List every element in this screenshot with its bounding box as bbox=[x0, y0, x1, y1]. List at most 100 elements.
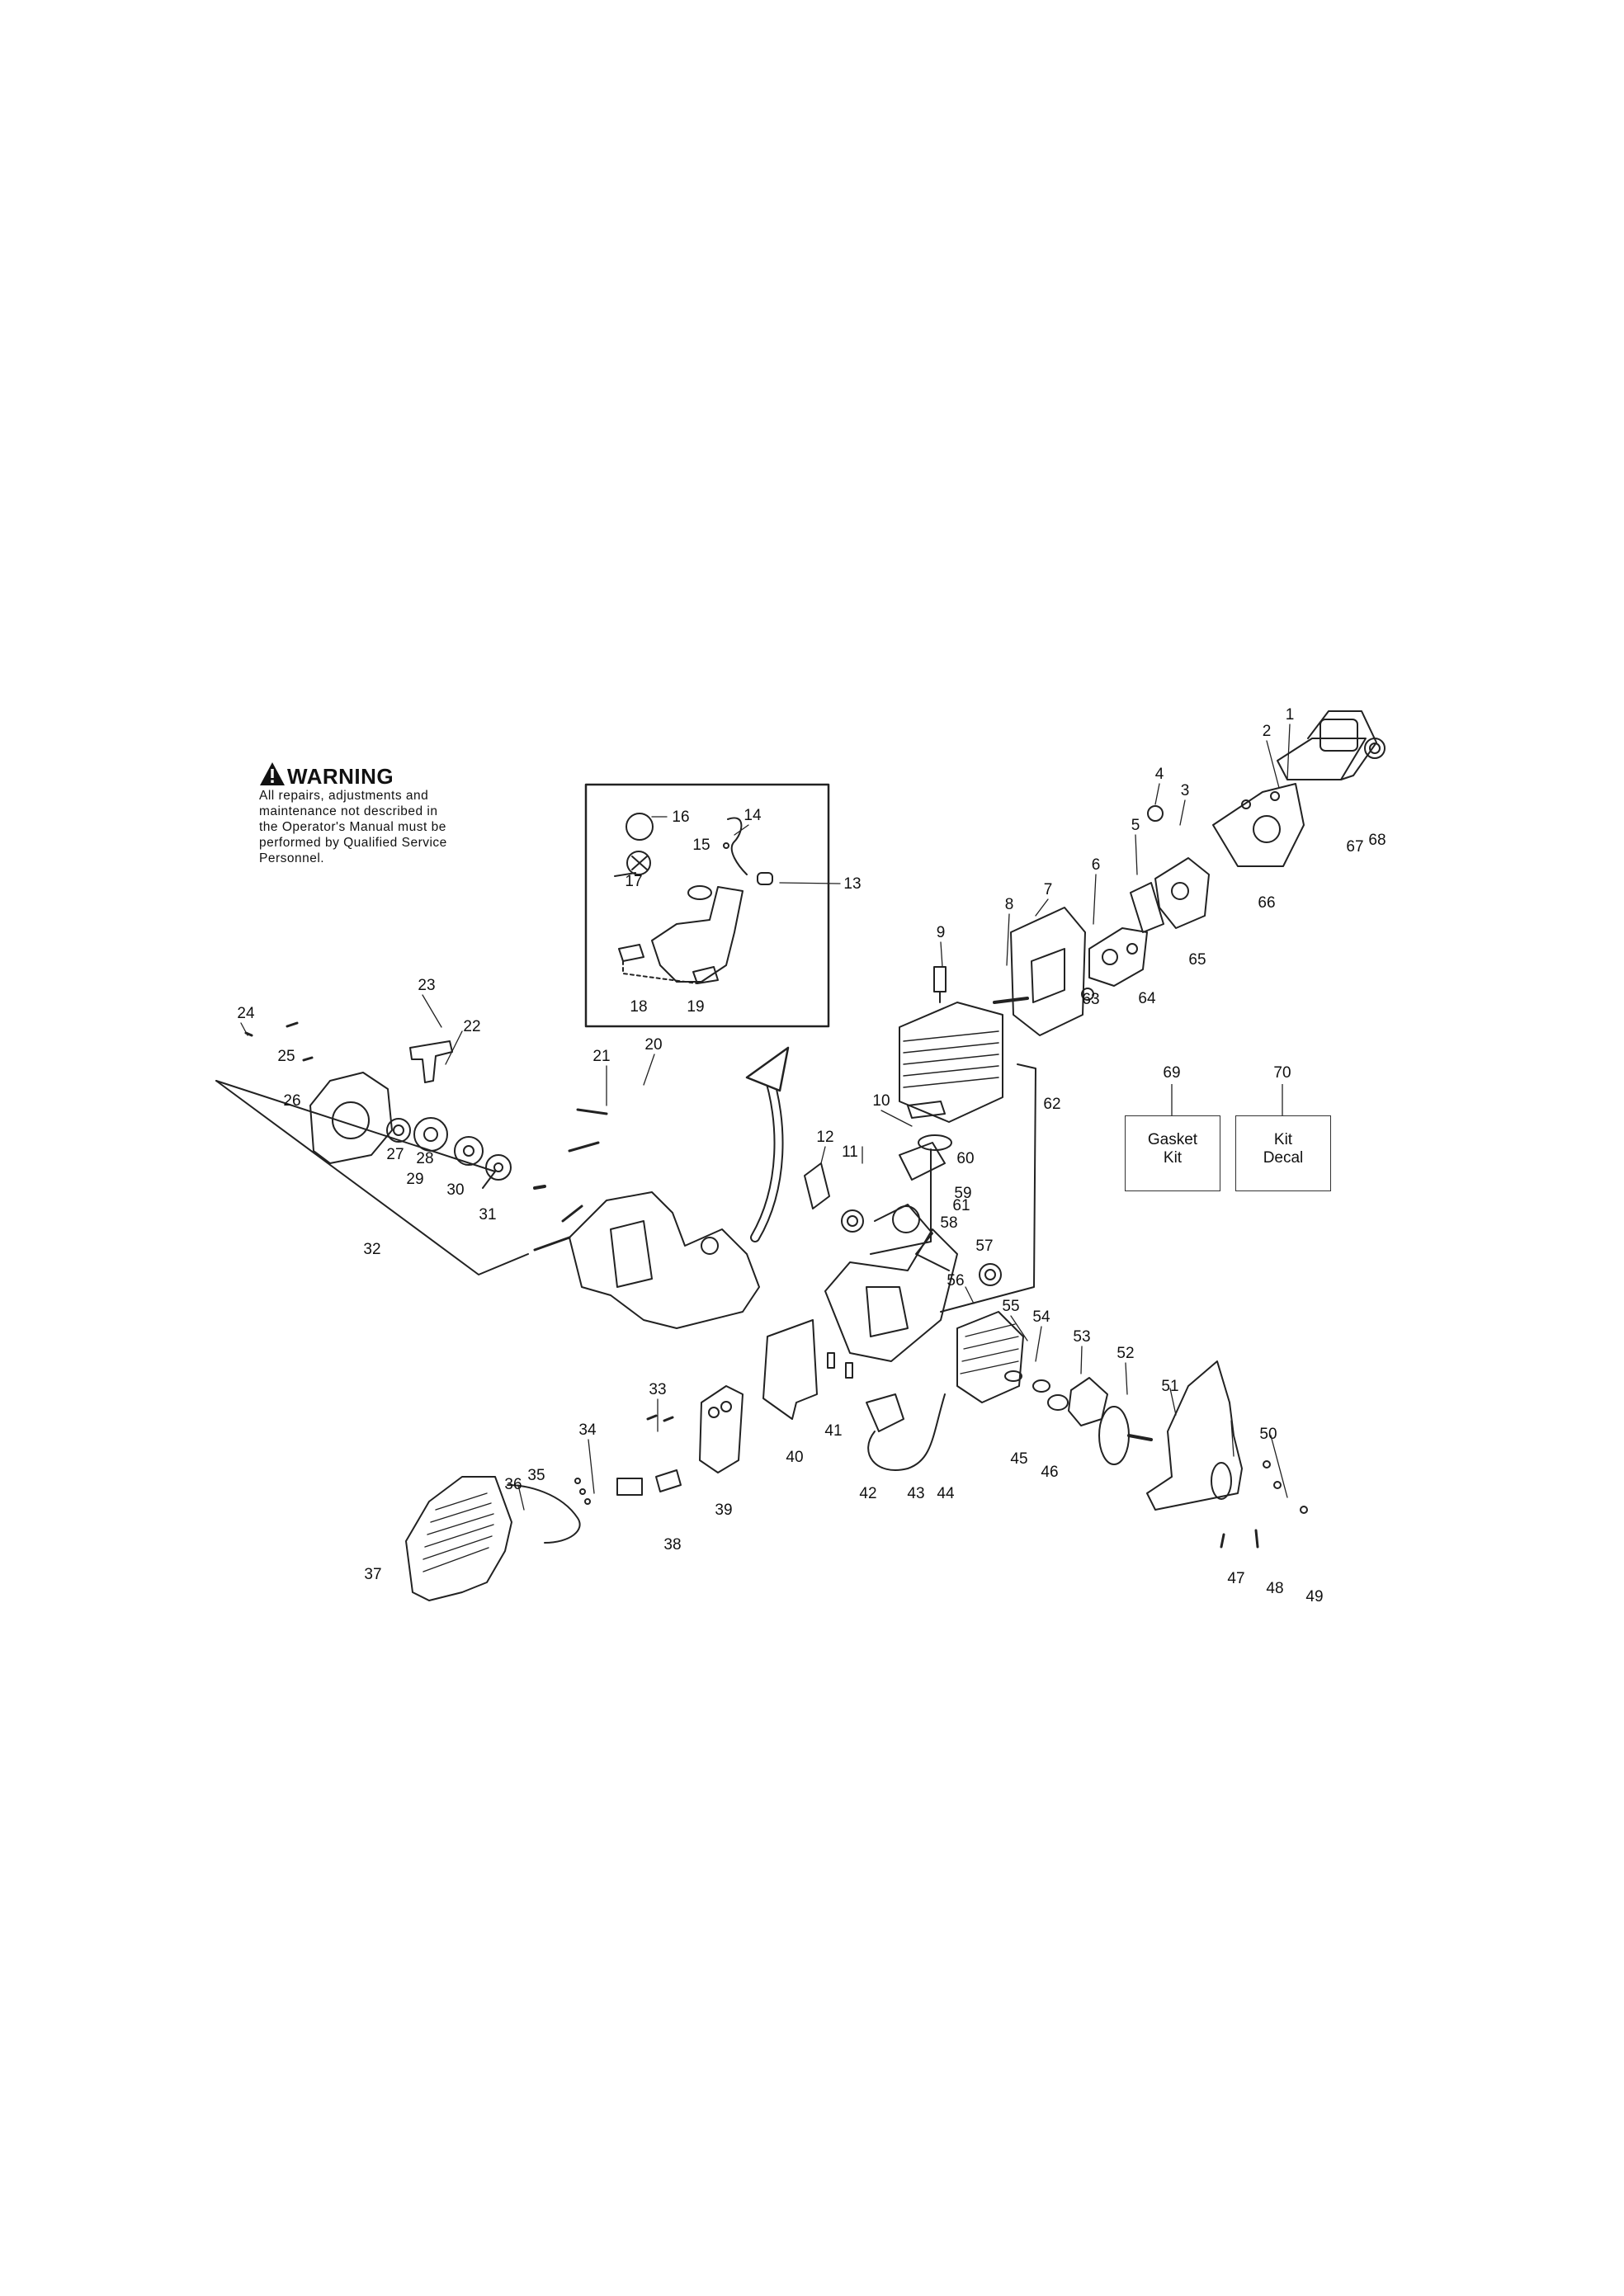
part-27-spring bbox=[386, 1118, 411, 1143]
curved-arrow-head bbox=[745, 1046, 790, 1092]
part-37-shroud bbox=[405, 1476, 512, 1601]
callout-18: 18 bbox=[630, 998, 647, 1016]
part-air-filter-plate bbox=[1277, 738, 1367, 780]
part-56-crankcase bbox=[824, 1228, 958, 1362]
callout-46: 46 bbox=[1041, 1464, 1058, 1481]
callout-38: 38 bbox=[663, 1536, 681, 1553]
callout-30: 30 bbox=[446, 1181, 464, 1199]
part-28-pulley bbox=[413, 1117, 448, 1152]
part-66-cover bbox=[1212, 783, 1305, 867]
callout-55: 55 bbox=[1002, 1298, 1019, 1315]
warning-text-line: performed by Qualified Service bbox=[259, 836, 447, 850]
part-48-bolt bbox=[1254, 1529, 1259, 1549]
leader-lines bbox=[240, 724, 1291, 1511]
part-45-washer bbox=[1004, 1370, 1022, 1382]
callout-26: 26 bbox=[283, 1092, 300, 1110]
callout-6: 6 bbox=[1092, 856, 1101, 874]
warning-text-line: maintenance not described in bbox=[259, 804, 438, 818]
part-63-clip bbox=[1081, 988, 1094, 1001]
callout-61: 61 bbox=[952, 1197, 970, 1214]
callout-64: 64 bbox=[1138, 990, 1156, 1007]
callout-65: 65 bbox=[1188, 951, 1206, 969]
callout-14: 14 bbox=[744, 807, 762, 824]
part-9-spark-plug bbox=[933, 966, 947, 992]
gasket-kit-label-line1: Gasket bbox=[1147, 1131, 1198, 1148]
callout-34: 34 bbox=[578, 1421, 597, 1439]
part-35-cable bbox=[507, 1484, 581, 1544]
gasket-kit-box: Gasket Kit bbox=[1125, 1115, 1220, 1191]
callout-11: 11 bbox=[842, 1143, 858, 1161]
part-16-cap bbox=[626, 813, 654, 841]
callout-52: 52 bbox=[1116, 1345, 1134, 1362]
part-17-clip bbox=[614, 872, 636, 877]
bracket-62 bbox=[940, 1063, 1036, 1313]
callout-62: 62 bbox=[1043, 1096, 1060, 1113]
warning-text-line: All repairs, adjustments and bbox=[259, 789, 429, 803]
part-20-housing bbox=[569, 1191, 760, 1329]
fuel-tank-inset-frame bbox=[584, 783, 830, 1028]
callout-19: 19 bbox=[687, 998, 704, 1016]
part-fuel-tank bbox=[651, 886, 744, 983]
callout-33: 33 bbox=[649, 1381, 666, 1398]
callout-22: 22 bbox=[463, 1018, 480, 1035]
part-41-pin bbox=[827, 1352, 835, 1369]
part-52-drum bbox=[1098, 1406, 1130, 1465]
callout-59: 59 bbox=[954, 1185, 971, 1202]
part-switch bbox=[616, 1478, 643, 1496]
part-68-knob bbox=[1364, 738, 1386, 759]
callout-10: 10 bbox=[872, 1092, 890, 1110]
callout-4: 4 bbox=[1155, 766, 1164, 783]
callout-28: 28 bbox=[416, 1150, 433, 1167]
callout-53: 53 bbox=[1073, 1328, 1090, 1346]
callout-12: 12 bbox=[816, 1129, 833, 1146]
callout-60: 60 bbox=[956, 1150, 974, 1167]
part-42-coil bbox=[866, 1393, 904, 1432]
callout-67: 67 bbox=[1346, 838, 1363, 856]
part-39-filter-box bbox=[699, 1385, 744, 1473]
part-55-flywheel bbox=[956, 1311, 1024, 1403]
part-34-screws bbox=[574, 1478, 591, 1505]
callout-63: 63 bbox=[1082, 991, 1099, 1008]
warning-text-line: Personnel. bbox=[259, 851, 325, 865]
callout-16: 16 bbox=[672, 809, 689, 826]
callout-40: 40 bbox=[786, 1449, 803, 1466]
part-65-carburetor bbox=[1154, 857, 1210, 929]
part-61-piston bbox=[899, 1142, 946, 1181]
callout-31: 31 bbox=[479, 1206, 496, 1223]
callout-21: 21 bbox=[592, 1048, 610, 1065]
callout-51: 51 bbox=[1161, 1378, 1178, 1395]
callout-24: 24 bbox=[237, 1005, 255, 1022]
part-21-screws bbox=[533, 1108, 608, 1252]
callout-41: 41 bbox=[824, 1422, 842, 1440]
callout-9: 9 bbox=[937, 924, 946, 941]
part-30-retainer bbox=[485, 1154, 512, 1181]
warning-title: WARNING bbox=[287, 764, 394, 789]
part-25-screw bbox=[302, 1056, 314, 1062]
callout-49: 49 bbox=[1305, 1588, 1323, 1605]
callout-25: 25 bbox=[277, 1048, 295, 1065]
callout-1: 1 bbox=[1286, 706, 1295, 724]
callout-68: 68 bbox=[1368, 832, 1386, 849]
callout-45: 45 bbox=[1010, 1450, 1027, 1468]
callout-43: 43 bbox=[907, 1485, 924, 1502]
part-58-crankshaft bbox=[874, 1204, 950, 1271]
callout-15: 15 bbox=[692, 837, 710, 854]
part-12-seal bbox=[804, 1162, 830, 1209]
part-4-cap bbox=[1147, 805, 1164, 822]
part-14-fuel-line bbox=[727, 817, 748, 875]
callout-66: 66 bbox=[1258, 894, 1275, 912]
part-8-bolt bbox=[993, 997, 1029, 1004]
callout-50: 50 bbox=[1259, 1426, 1277, 1443]
callout-44: 44 bbox=[937, 1485, 955, 1502]
callout-58: 58 bbox=[940, 1214, 957, 1232]
callout-36: 36 bbox=[504, 1476, 522, 1493]
part-38-filter bbox=[655, 1469, 682, 1492]
decal-kit-label-line1: Kit bbox=[1273, 1131, 1293, 1148]
decal-kit-box: Kit Decal bbox=[1235, 1115, 1331, 1191]
warning-text-line: the Operator's Manual must be bbox=[259, 820, 446, 834]
part-10-gasket bbox=[907, 1101, 946, 1119]
callout-7: 7 bbox=[1044, 881, 1053, 898]
part-51-housing bbox=[1146, 1360, 1243, 1511]
bracket-32 bbox=[215, 1080, 496, 1189]
